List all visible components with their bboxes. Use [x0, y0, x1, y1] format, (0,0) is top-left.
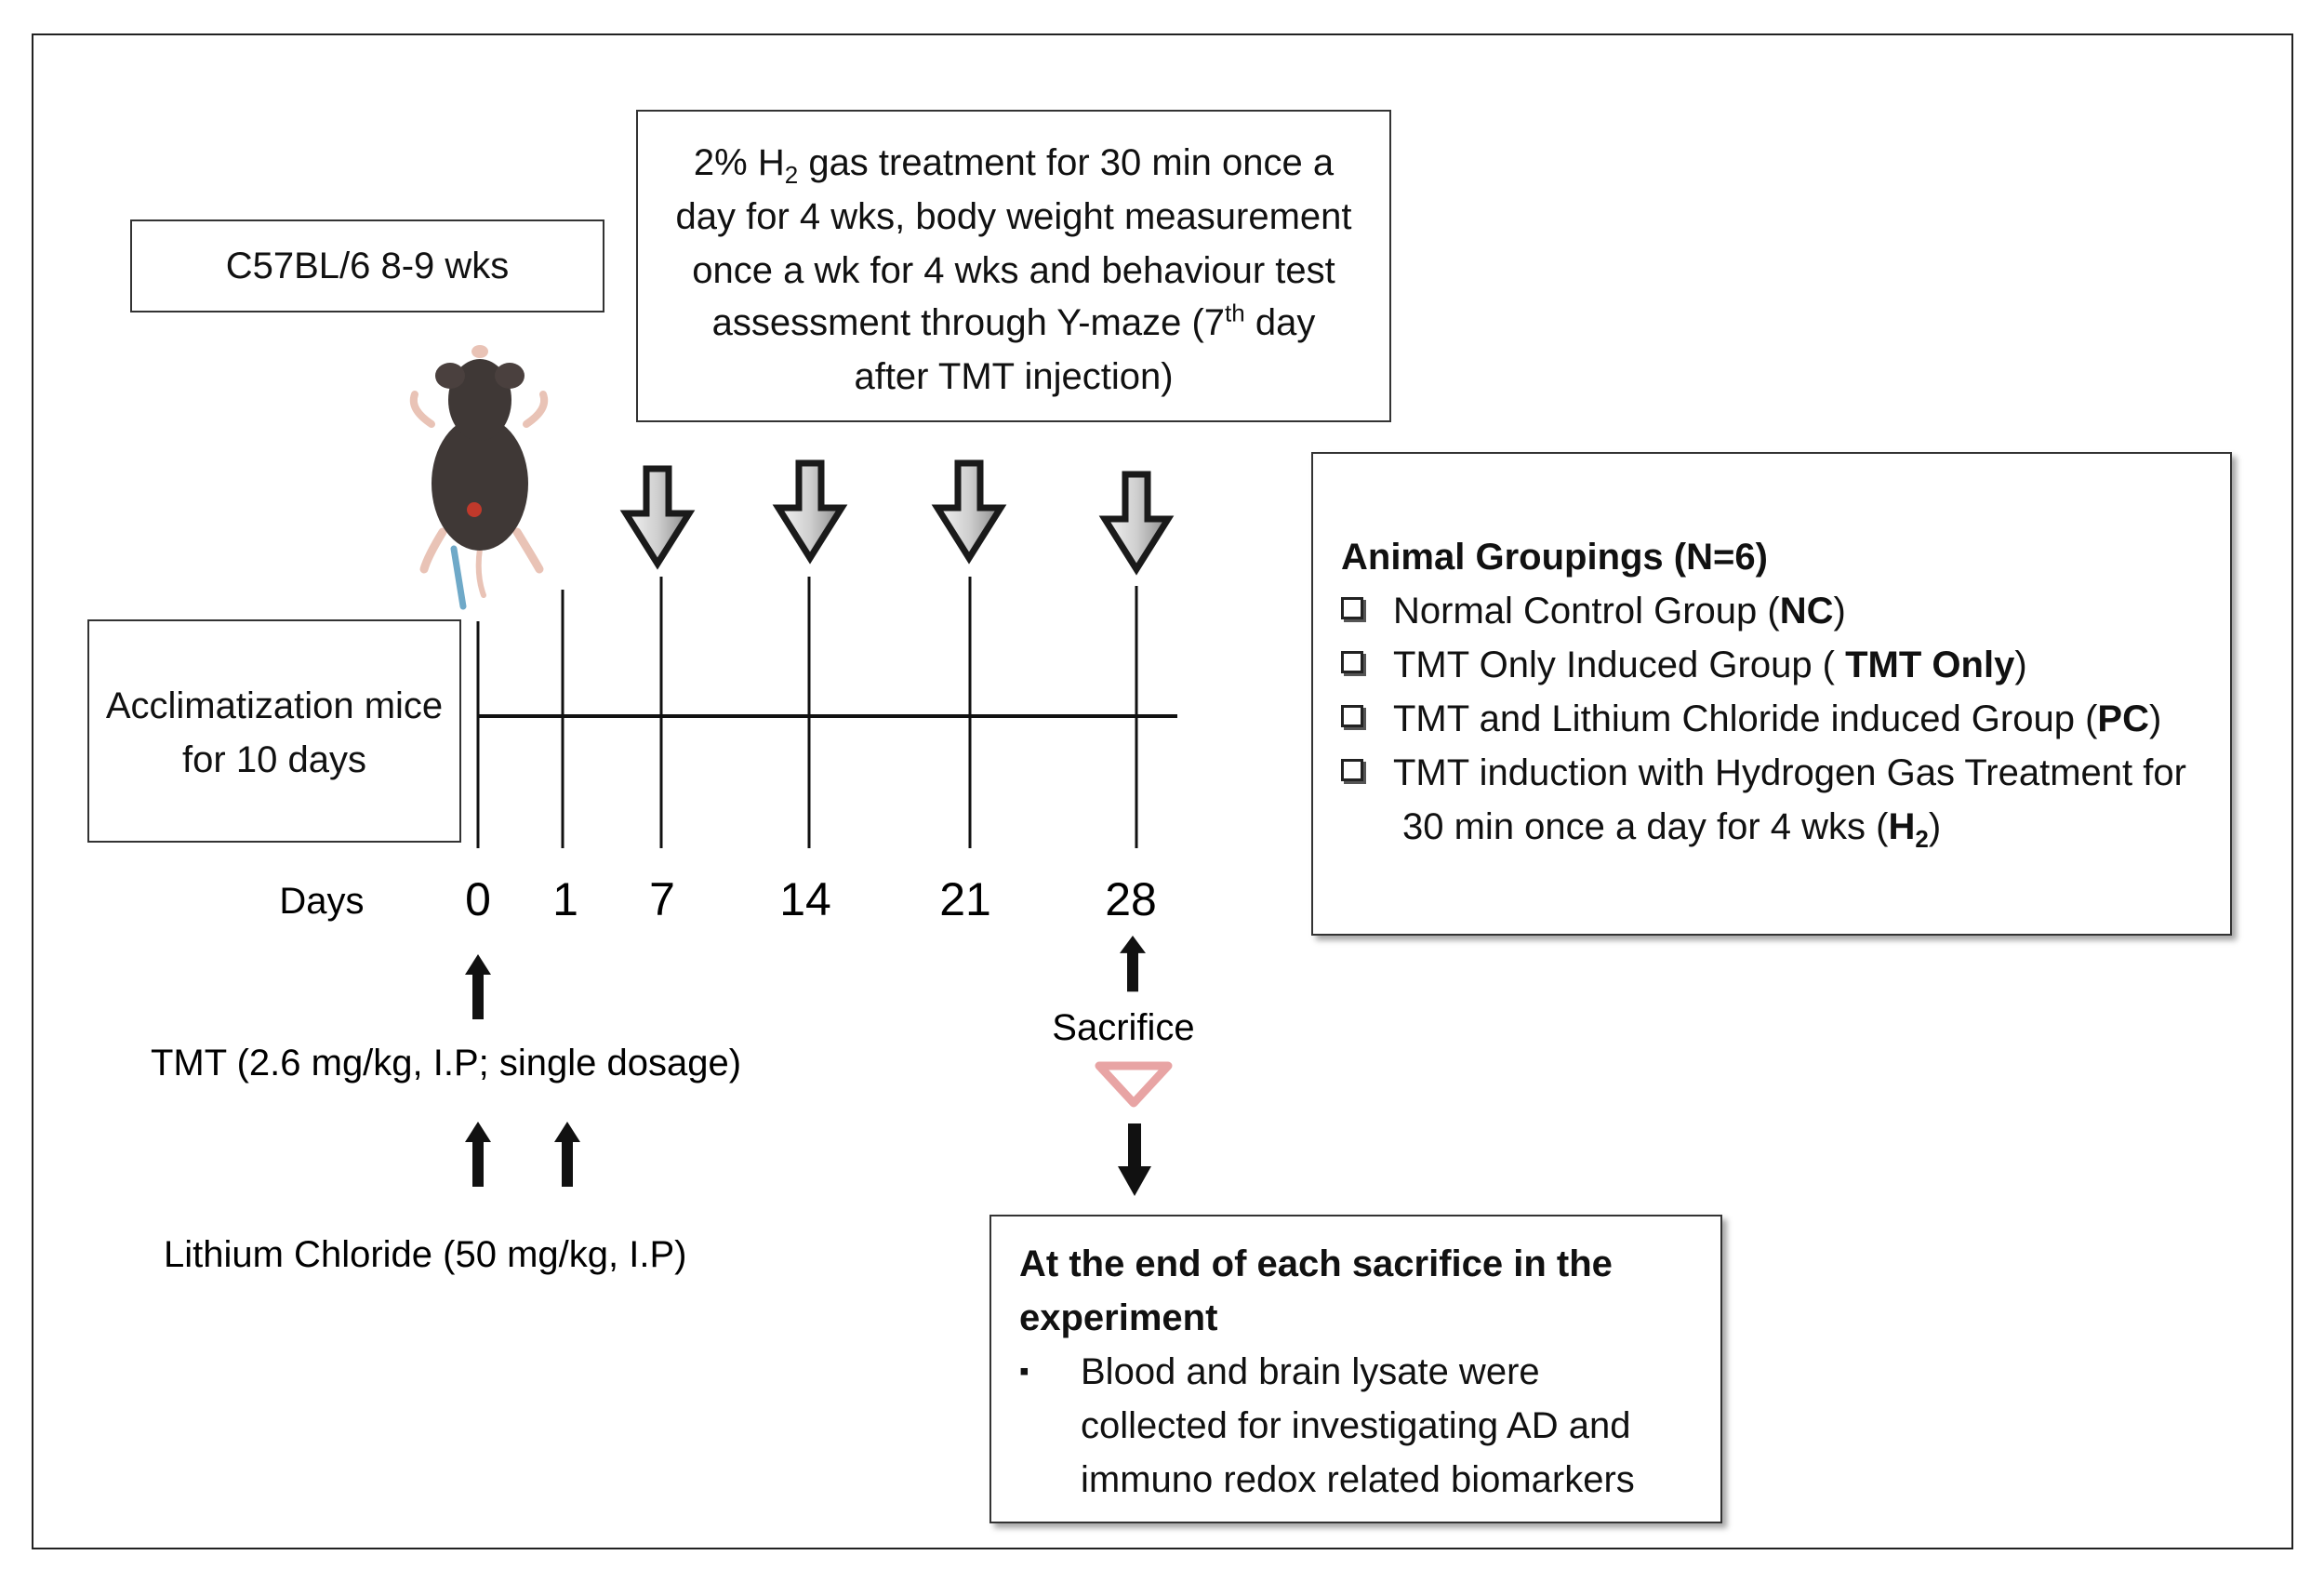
groupings-title: Animal Groupings (N=6)	[1341, 537, 1768, 578]
acclimatization-line-1: Acclimatization mice	[105, 685, 444, 726]
hollow-down-arrow-day7	[626, 469, 689, 564]
treatment-line-1: 2% H2 gas treatment for 30 min once a	[693, 142, 1335, 189]
end-line-3: immuno redox related biomarkers	[1081, 1459, 1635, 1500]
strain-box: C57BL/6 8-9 wks	[130, 219, 604, 312]
groupings-box: Animal Groupings (N=6) Normal Control Gr…	[1311, 452, 2232, 936]
tick-label-21: 21	[939, 873, 991, 925]
end-line-2: collected for investigating AD and	[1081, 1405, 1631, 1446]
checkbox-icon	[1341, 705, 1363, 727]
hollow-down-arrow-day21	[937, 463, 1001, 558]
end-box: At the end of each sacrifice in the expe…	[989, 1215, 1722, 1523]
group-item-h2-line-2: 30 min once a day for 4 wks (H2)	[1402, 806, 1942, 853]
group-item-nc: Normal Control Group (NC)	[1341, 584, 2186, 638]
acclimatization-box: Acclimatization mice for 10 days	[87, 619, 461, 843]
sacrifice-up-arrow	[1120, 936, 1146, 992]
checkbox-icon	[1341, 651, 1363, 673]
treatment-line-4: assessment through Y-maze (7th day	[711, 299, 1316, 343]
tick-label-28: 28	[1105, 873, 1157, 925]
tick-label-0: 0	[465, 873, 491, 925]
end-title-line-2: experiment	[1019, 1297, 1218, 1338]
sacrifice-marker-icon	[1095, 1061, 1173, 1108]
lithium-up-arrow-day0	[465, 1122, 491, 1187]
tmt-up-arrow	[465, 954, 491, 1019]
days-label: Days	[279, 881, 364, 922]
group-item-tmt-only: TMT Only Induced Group ( TMT Only)	[1341, 638, 2186, 692]
tick-label-14: 14	[779, 873, 831, 925]
down-arrow-to-end-box	[1118, 1123, 1151, 1196]
treatment-line-3: once a wk for 4 wks and behaviour test	[692, 250, 1335, 291]
figure-frame	[32, 33, 2293, 1549]
group-item-h2: TMT induction with Hydrogen Gas Treatmen…	[1341, 746, 2186, 800]
treatment-line-2: day for 4 wks, body weight measurement	[675, 196, 1352, 237]
bullet-icon: ▪	[1019, 1356, 1029, 1387]
treatment-box: 2% H2 gas treatment for 30 min once a da…	[636, 110, 1391, 422]
lithium-label: Lithium Chloride (50 mg/kg, I.P)	[164, 1234, 686, 1275]
mouse-icon	[409, 345, 549, 610]
acclimatization-line-2: for 10 days	[182, 739, 366, 780]
tick-label-7: 7	[649, 873, 675, 925]
end-line-1: Blood and brain lysate were	[1081, 1351, 1540, 1392]
strain-label: C57BL/6 8-9 wks	[225, 246, 510, 286]
checkbox-icon	[1341, 759, 1363, 781]
tick-label-1: 1	[552, 873, 578, 925]
hollow-down-arrow-day28	[1105, 474, 1168, 569]
group-item-pc: TMT and Lithium Chloride induced Group (…	[1341, 692, 2186, 746]
checkbox-icon	[1341, 597, 1363, 619]
lithium-up-arrow-day1	[554, 1122, 580, 1187]
treatment-line-5: after TMT injection)	[854, 356, 1174, 397]
tmt-label: TMT (2.6 mg/kg, I.P; single dosage)	[151, 1043, 741, 1083]
hollow-down-arrow-day14	[778, 463, 842, 558]
end-title-line-1: At the end of each sacrifice in the	[1019, 1243, 1613, 1284]
sacrifice-label: Sacrifice	[1052, 1007, 1194, 1048]
